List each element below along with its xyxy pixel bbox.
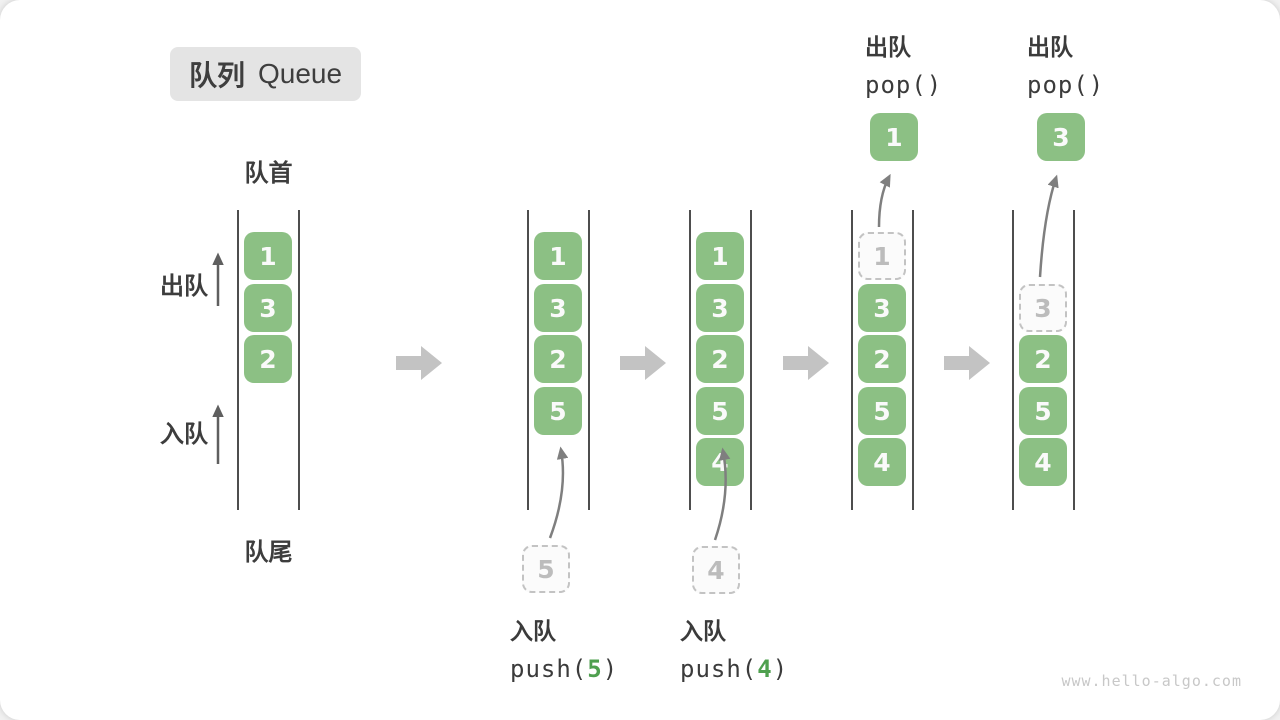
queue-cell-popping: 3	[1019, 284, 1067, 332]
queue-cell: 4	[696, 438, 744, 486]
queue-cell: 5	[696, 387, 744, 435]
queue-state-2: 1 3 2 5	[527, 210, 590, 510]
queue-cell: 1	[244, 232, 292, 280]
push5-label: 入队 push(5)	[510, 612, 618, 683]
queue-cell: 3	[244, 284, 292, 332]
queue-cell: 3	[858, 284, 906, 332]
push5-code: push(5)	[510, 655, 618, 683]
code-close: )	[772, 655, 789, 683]
queue-cell-popping: 1	[858, 232, 906, 280]
queue-cell: 2	[244, 335, 292, 383]
pop2-label: 出队 pop()	[1027, 28, 1104, 99]
push4-label: 入队 push(4)	[680, 612, 788, 683]
front-label: 队首	[244, 160, 293, 187]
queue-cell: 1	[534, 232, 582, 280]
code-fn: push(	[510, 655, 588, 683]
queue-state-3: 1 3 2 5 4	[689, 210, 752, 510]
popped-value-box: 1	[870, 113, 918, 161]
queue-state-4: 1 3 2 5 4	[851, 210, 914, 510]
queue-cell: 5	[1019, 387, 1067, 435]
queue-state-1: 1 3 2	[237, 210, 300, 510]
enqueue-side-label: 入队	[160, 421, 208, 448]
queue-cell: 3	[696, 284, 744, 332]
pop1-action: 出队	[865, 34, 911, 60]
queue-cell: 2	[534, 335, 582, 383]
queue-cell: 5	[858, 387, 906, 435]
code-close: )	[602, 655, 619, 683]
push4-code: push(4)	[680, 655, 788, 683]
queue-cell: 1	[696, 232, 744, 280]
pop2-action: 出队	[1027, 34, 1073, 60]
queue-cell: 4	[1019, 438, 1067, 486]
staged-value-box: 4	[692, 546, 740, 594]
code-arg: 4	[757, 655, 773, 683]
step-arrow-icon	[944, 346, 990, 380]
queue-cell: 5	[534, 387, 582, 435]
queue-cell: 3	[534, 284, 582, 332]
staged-value-box: 5	[522, 545, 570, 593]
queue-cell: 4	[858, 438, 906, 486]
pop1-code: pop()	[865, 71, 943, 99]
queue-state-5: 3 2 5 4	[1012, 210, 1075, 510]
pop1-label: 出队 pop()	[865, 28, 942, 99]
push4-action: 入队	[680, 618, 726, 644]
title-badge: 队列 Queue	[170, 47, 361, 101]
queue-cell: 2	[1019, 335, 1067, 383]
push5-action: 入队	[510, 618, 556, 644]
popped-value-box: 3	[1037, 113, 1085, 161]
rear-label: 队尾	[244, 539, 293, 566]
queue-cell: 2	[696, 335, 744, 383]
pop2-code: pop()	[1027, 71, 1105, 99]
queue-cell: 2	[858, 335, 906, 383]
dequeue-side-label: 出队	[160, 273, 208, 300]
code-fn: push(	[680, 655, 758, 683]
title-zh: 队列	[188, 60, 245, 91]
watermark: www.hello-algo.com	[1061, 672, 1242, 690]
code-arg: 5	[587, 655, 603, 683]
step-arrow-icon	[783, 346, 829, 380]
step-arrow-icon	[620, 346, 666, 380]
title-en: Queue	[257, 58, 343, 89]
step-arrow-icon	[396, 346, 442, 380]
